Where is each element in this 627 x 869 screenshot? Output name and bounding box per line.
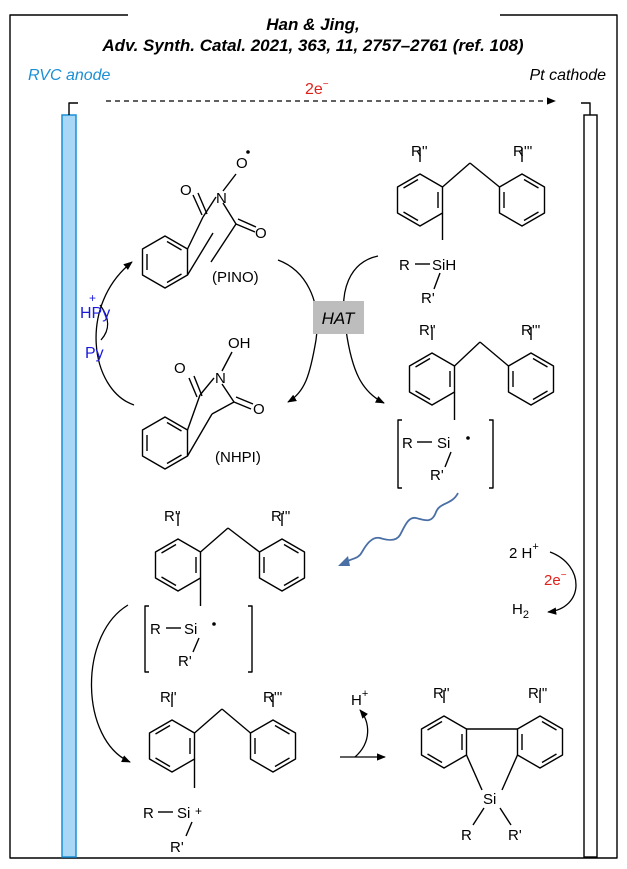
cation-r2: R''	[160, 689, 177, 706]
hpy-label: HPy	[80, 305, 110, 322]
pino-o-bottom: O	[255, 225, 267, 242]
product-r3: R'''	[528, 685, 548, 702]
silyl-radical-r3: R'''	[521, 322, 541, 339]
pino-to-nhpi-arrow	[277, 259, 318, 403]
nhpi-o-top: O	[174, 360, 186, 377]
silyl-radical-r-prime: R'	[430, 467, 444, 484]
pino-o-radical: O	[236, 155, 248, 172]
py-label: Py	[85, 345, 104, 362]
pino-o-top: O	[180, 182, 192, 199]
released-proton: H+	[351, 688, 368, 709]
cation-r: R	[143, 805, 154, 822]
nhpi-oh: OH	[228, 335, 251, 352]
anode-connector	[68, 102, 78, 115]
hydrosilane-r3: R'''	[513, 143, 533, 160]
silyl-radical-r2: R''	[419, 322, 436, 339]
hat-label: HAT	[322, 309, 356, 328]
nhpi-label: (NHPI)	[215, 449, 261, 466]
lower-radical-r3: R'''	[271, 508, 291, 525]
frame	[9, 14, 618, 859]
hydrosilane-r: R	[399, 257, 410, 274]
hat-box	[313, 301, 364, 334]
lower-radical-si: Si	[184, 621, 197, 638]
cation-charge: +	[195, 804, 202, 818]
hydrosilane-r2: R''	[411, 143, 428, 160]
silyl-radical-r: R	[402, 435, 413, 452]
lower-radical-r-prime: R'	[178, 653, 192, 670]
wavy-arrow	[344, 492, 459, 564]
silyl-radical-si: Si	[437, 435, 450, 452]
product-r-prime: R'	[508, 827, 522, 844]
proton-transfer-arrow	[99, 304, 109, 341]
cathode-electrode	[583, 114, 598, 858]
cathode-electrons: 2e−	[544, 570, 567, 589]
nhpi-n: N	[215, 370, 226, 387]
cation-r-prime: R'	[170, 839, 184, 856]
hydrosilane-sih: SiH	[432, 257, 456, 274]
silyl-cation-molecule	[148, 694, 297, 837]
electron-flow-label: 2e−	[305, 79, 329, 98]
cation-si: Si	[177, 805, 190, 822]
hydrogen-gas: H2	[512, 601, 529, 621]
radical-oxidation-arrow	[90, 604, 131, 763]
nhpi-o-bottom: O	[253, 401, 265, 418]
cation-r3: R'''	[263, 689, 283, 706]
proton-release-arrow	[354, 709, 369, 758]
nhpi-molecule	[141, 351, 254, 470]
product-r2: R''	[433, 685, 450, 702]
anode-electrode	[61, 114, 77, 858]
hydrosilane-r-prime: R'	[421, 290, 435, 307]
dibenzosilole-product	[420, 690, 564, 826]
lower-radical-r2: R''	[164, 508, 181, 525]
silyl-radical-molecule	[397, 327, 555, 489]
pino-n: N	[216, 190, 227, 207]
hpy-charge: +	[89, 291, 96, 305]
cathode-label: Pt cathode	[530, 67, 607, 84]
header-citation: Adv. Synth. Catal. 2021, 363, 11, 2757–2…	[101, 36, 523, 55]
wavy-arrow-head	[338, 556, 350, 566]
header-authors: Han & Jing,	[266, 15, 360, 34]
product-si: Si	[483, 791, 496, 808]
pino-molecule	[141, 150, 257, 289]
cathode-connector	[581, 102, 591, 115]
silyl-radical-rotated-molecule	[144, 513, 306, 673]
cathode-protons: 2 H+	[509, 541, 539, 562]
lower-radical-r: R	[150, 621, 161, 638]
cathode-reduction-arrow	[547, 551, 577, 615]
anode-oxidation-arrow	[95, 261, 135, 406]
product-r: R	[461, 827, 472, 844]
pino-label: (PINO)	[212, 269, 259, 286]
hydrosilane-molecule	[396, 148, 546, 290]
anode-label: RVC anode	[28, 67, 111, 84]
